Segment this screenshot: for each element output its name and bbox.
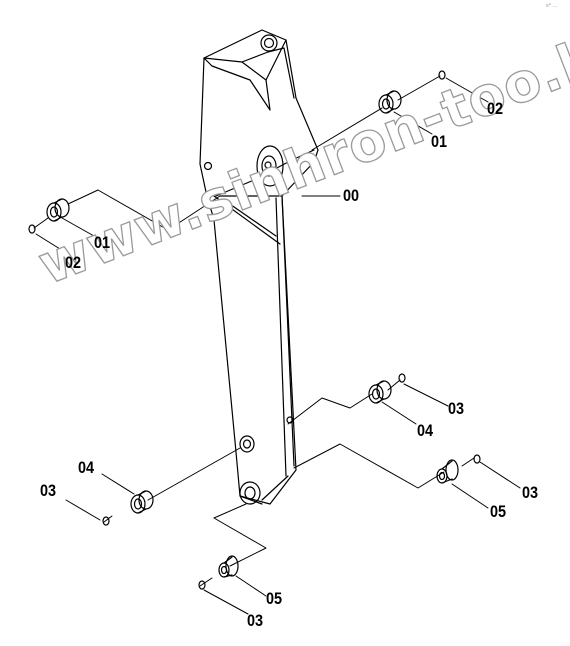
arm-diagonal bbox=[213, 195, 281, 245]
boom-arm bbox=[199, 29, 319, 505]
leader-01-top-b bbox=[393, 111, 433, 135]
side-hole bbox=[203, 161, 213, 171]
ring-03-bottom bbox=[198, 580, 206, 590]
flanged-bushing-05-right bbox=[436, 459, 459, 484]
leader-01-left bbox=[67, 189, 221, 231]
top-pin-eye-inner bbox=[263, 37, 275, 49]
callout-02-left: 02 bbox=[65, 253, 82, 272]
ring-03-right-low bbox=[473, 454, 481, 464]
leader-04-left bbox=[147, 447, 241, 501]
lower-boss-bottom-inner bbox=[244, 486, 256, 500]
callout-03-bottom: 03 bbox=[247, 611, 264, 630]
callout-01-left: 01 bbox=[94, 233, 111, 252]
callout-03-right-low: 03 bbox=[522, 483, 539, 502]
seal-rings bbox=[28, 70, 481, 590]
pivot-hole bbox=[264, 161, 272, 169]
leader-01-top bbox=[311, 107, 383, 151]
bushing-01-top bbox=[378, 90, 402, 114]
corner-mark: s* ... bbox=[546, 3, 558, 9]
ring-03-left bbox=[102, 516, 110, 526]
callout-02-top: 02 bbox=[487, 99, 504, 118]
pivot-boss bbox=[256, 145, 284, 187]
pivot-boss-inner bbox=[261, 155, 277, 177]
leader-03-right-low bbox=[461, 457, 475, 467]
leader-05-right bbox=[293, 443, 445, 489]
leader-05-right-b bbox=[451, 483, 489, 509]
leader-03-right-low-b bbox=[479, 461, 521, 489]
callout-05-bottom: 05 bbox=[266, 589, 283, 608]
callout-03-left: 03 bbox=[40, 481, 57, 500]
bushing-04-left bbox=[130, 490, 154, 514]
arm-front-edge bbox=[219, 195, 295, 477]
leader-02-top-b bbox=[445, 77, 489, 103]
top-pin-eye bbox=[260, 34, 278, 52]
leader-02-top bbox=[397, 75, 441, 101]
leader-03-right-mid-b bbox=[403, 383, 449, 407]
lower-boss-upper-inner bbox=[242, 439, 252, 449]
callout-05-right: 05 bbox=[490, 502, 507, 521]
lower-boss-bottom bbox=[239, 481, 261, 505]
leader-03-bottom-b bbox=[203, 589, 249, 615]
leader-02-left-b bbox=[35, 233, 69, 255]
side-hole-lower bbox=[286, 416, 294, 424]
leader-04-right-mid bbox=[287, 393, 373, 425]
callout-04-left: 04 bbox=[78, 458, 95, 477]
arm-head-plate bbox=[203, 57, 271, 111]
callout-03-right-mid: 03 bbox=[448, 399, 465, 418]
leader-03-left-b bbox=[65, 499, 101, 521]
lower-boss-upper bbox=[239, 435, 255, 453]
leader-05-bottom bbox=[213, 503, 267, 567]
leader-03-bottom bbox=[199, 577, 213, 587]
ring-03-right-mid bbox=[398, 373, 406, 383]
ring-02-top bbox=[438, 70, 446, 80]
leader-04-right-mid-b bbox=[381, 401, 417, 425]
arm-head-inner bbox=[265, 39, 287, 81]
arm-bottom-face bbox=[239, 475, 289, 505]
arm-head-web bbox=[241, 47, 295, 99]
arm-outline bbox=[199, 29, 319, 505]
arm-top-face bbox=[215, 149, 315, 197]
bushing-04-right bbox=[368, 380, 392, 404]
leader-lines bbox=[33, 75, 521, 615]
callout-04-right-mid: 04 bbox=[417, 421, 434, 440]
leader-05-bottom-b bbox=[235, 575, 267, 597]
leader-01-left-b bbox=[61, 217, 95, 237]
leader-04-left-b bbox=[101, 473, 135, 495]
flanged-bushing-05-bottom bbox=[218, 555, 239, 578]
leader-03-left bbox=[103, 515, 113, 523]
callout-00: 00 bbox=[343, 186, 360, 205]
leader-02-left bbox=[33, 217, 49, 229]
bushing-01-left bbox=[46, 198, 70, 222]
ring-02-left bbox=[28, 224, 36, 234]
leader-03-right-mid bbox=[387, 379, 401, 391]
callout-01-top: 01 bbox=[431, 132, 448, 151]
